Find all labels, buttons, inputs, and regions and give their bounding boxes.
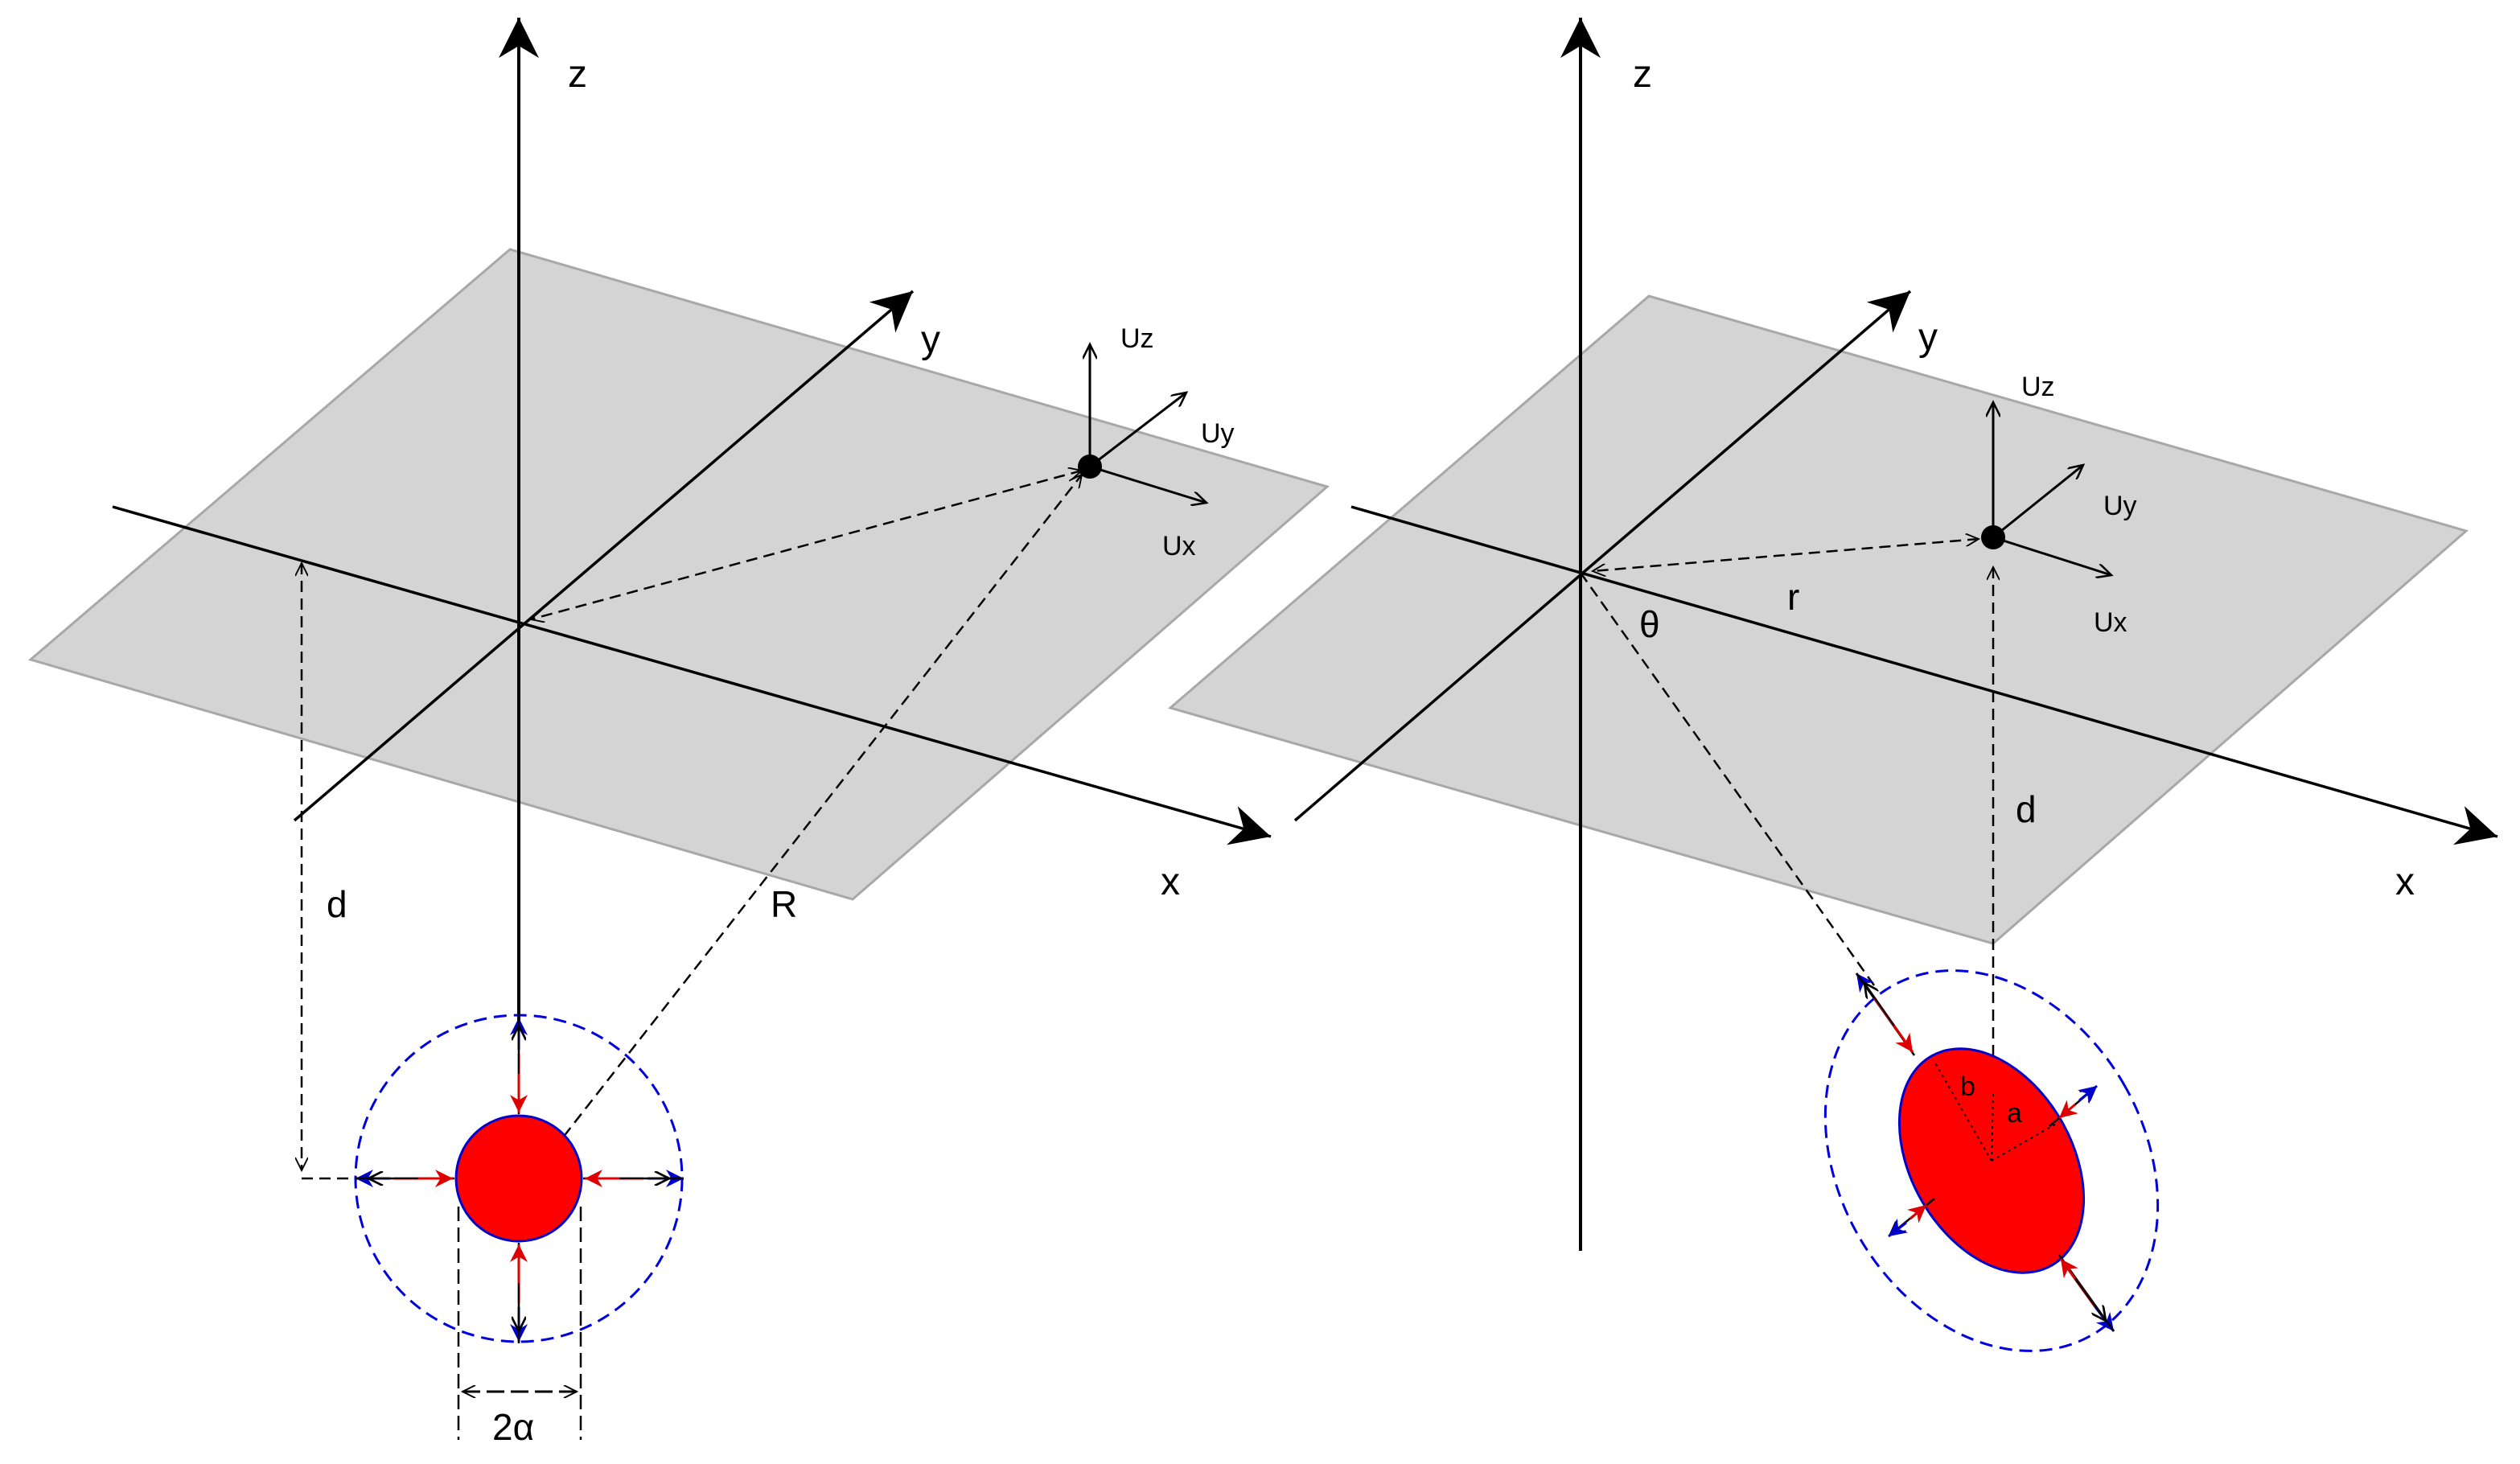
left-uy-arrow xyxy=(1089,393,1186,468)
right-z-label: z xyxy=(1633,53,1652,96)
right-center-guide xyxy=(1991,1093,1994,1162)
right-arrows-upper-left xyxy=(1855,973,1916,1056)
left-2alpha-label: 2α xyxy=(492,1406,534,1448)
right-x-axis xyxy=(1350,505,2498,845)
right-d-label: d xyxy=(2016,788,2037,830)
left-d-label: d xyxy=(327,883,347,925)
right-a-label: a xyxy=(2007,1098,2022,1129)
left-uz-label: Uz xyxy=(1120,323,1154,354)
right-surface-plane xyxy=(1167,294,2469,945)
left-ux-arrow xyxy=(1089,465,1207,503)
left-y-label: y xyxy=(921,319,940,361)
left-x-label: x xyxy=(1161,861,1180,903)
right-b-label: b xyxy=(1960,1071,1975,1102)
right-cavity-boundary xyxy=(1823,969,2160,1352)
right-ux-arrow xyxy=(1992,536,2111,575)
left-ux-label: Ux xyxy=(1162,531,1196,561)
right-arrows-lower-right xyxy=(2058,1254,2115,1332)
right-dashed-theta-line xyxy=(1579,572,1876,986)
left-panel: z y x Uz Uy Ux d R 2α xyxy=(27,18,1330,1448)
right-r-label: r xyxy=(1787,576,1799,618)
right-uy-label: Uy xyxy=(2103,491,2137,521)
right-uz-label: Uz xyxy=(2021,372,2055,402)
right-semi-axis-a xyxy=(1991,1121,2060,1162)
right-semi-axis-b xyxy=(1933,1059,1992,1162)
left-cavity xyxy=(454,1114,583,1243)
right-panel: z y x Uz Uy Ux θ r d a b xyxy=(1167,18,2498,1352)
left-uy-label: Uy xyxy=(1201,418,1235,449)
right-y-label: y xyxy=(1918,316,1938,359)
left-R-label: R xyxy=(771,883,797,925)
right-dashed-r-line xyxy=(1593,539,1979,571)
right-theta-label: θ xyxy=(1639,603,1660,645)
right-x-label: x xyxy=(2395,861,2415,903)
right-ux-label: Ux xyxy=(2094,607,2127,638)
right-arrows-lower-left xyxy=(1888,1198,1935,1238)
right-uy-arrow xyxy=(1992,465,2083,539)
right-arrows-upper-right xyxy=(2049,1084,2098,1127)
left-dashed-R-line xyxy=(531,475,1082,1178)
left-z-label: z xyxy=(568,53,587,96)
